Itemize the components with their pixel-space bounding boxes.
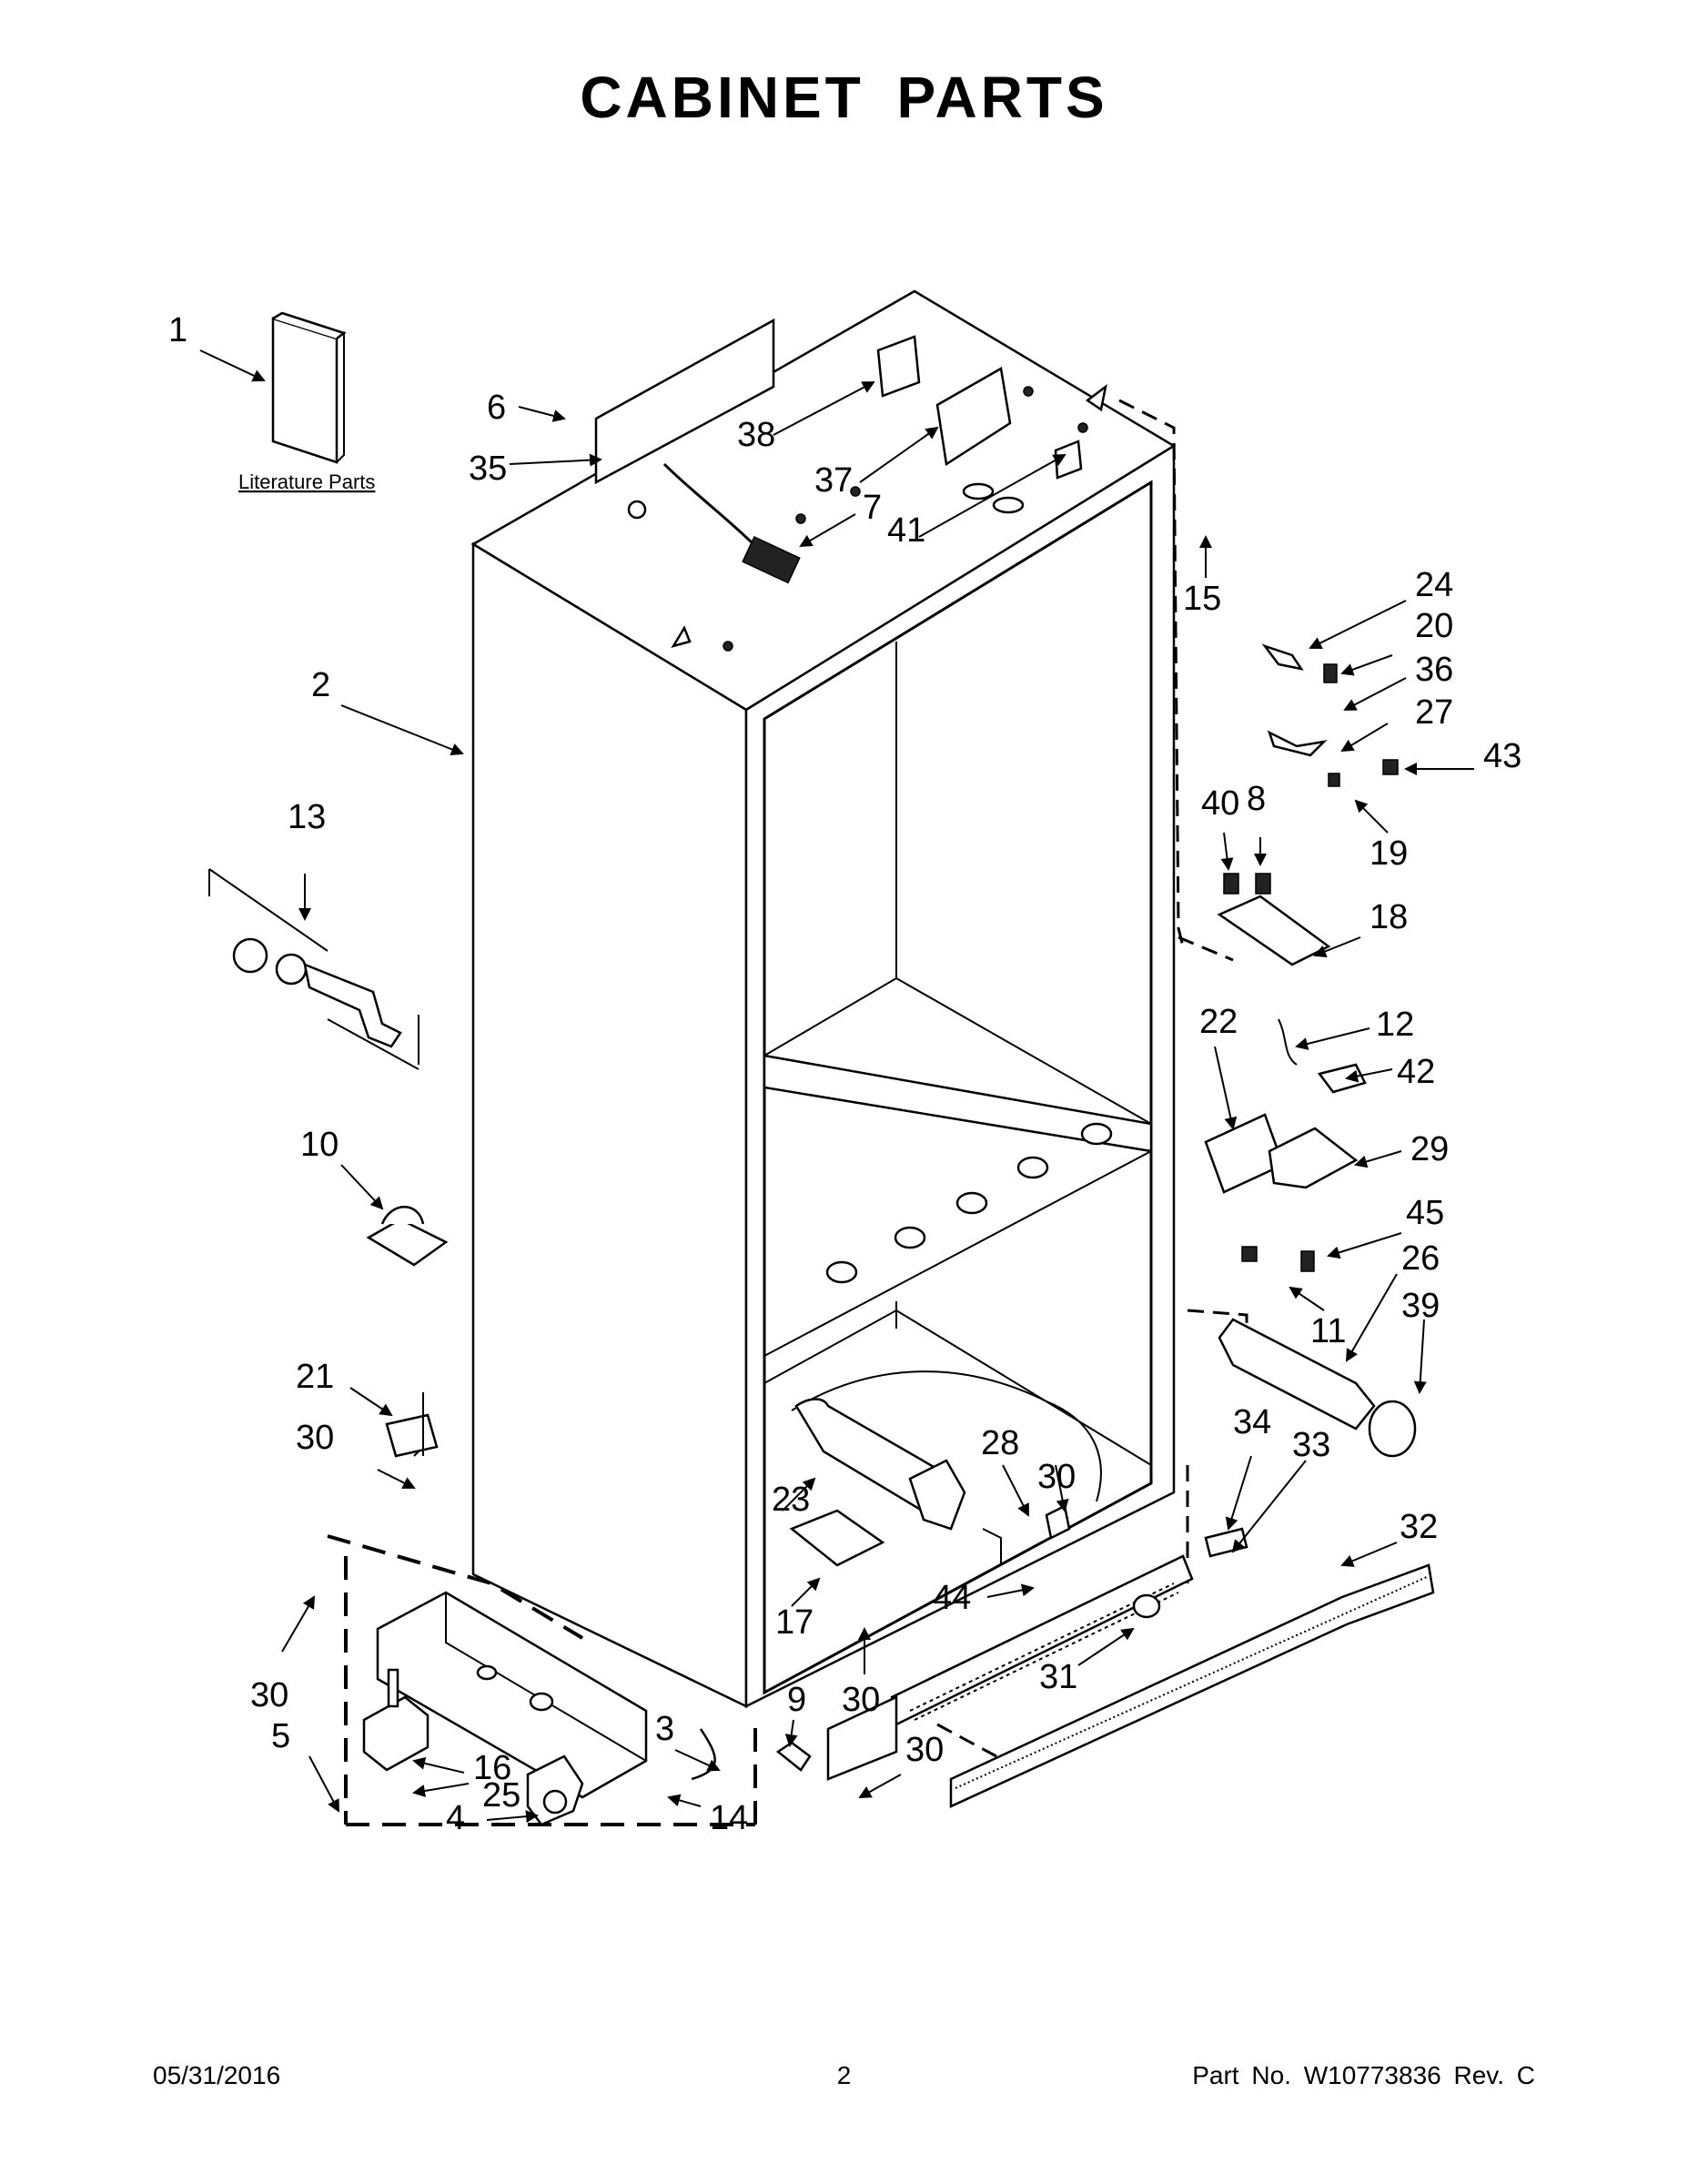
callout-7: 7 — [863, 489, 882, 527]
water-filter-housing — [1218, 1318, 1417, 1458]
callout-14: 14 — [710, 1799, 748, 1837]
callout-45: 45 — [1406, 1194, 1444, 1232]
callout-1: 1 — [168, 311, 187, 349]
callout-37: 37 — [814, 461, 853, 500]
base-rail-assembly — [327, 1534, 757, 1826]
callout-13: 13 — [288, 798, 326, 836]
page-title: CABINET PARTS — [580, 65, 1108, 130]
callout-21: 21 — [296, 1358, 334, 1396]
callout-30-left: 30 — [296, 1419, 334, 1457]
callout-4: 4 — [446, 1799, 465, 1837]
callout-24: 24 — [1415, 566, 1453, 604]
clip-part — [366, 1206, 449, 1267]
callout-30-right: 30 — [1037, 1458, 1076, 1496]
callout-28: 28 — [981, 1424, 1019, 1462]
callout-17: 17 — [775, 1603, 814, 1642]
callout-40: 40 — [1201, 784, 1239, 823]
callout-44: 44 — [933, 1579, 971, 1617]
callout-3: 3 — [655, 1710, 674, 1748]
callout-32: 32 — [1400, 1508, 1438, 1546]
cabinet-shell — [470, 289, 1248, 1709]
hinge-top-parts — [1217, 643, 1399, 966]
callout-18: 18 — [1370, 898, 1408, 936]
callout-35: 35 — [469, 450, 507, 488]
callout-29: 29 — [1410, 1130, 1449, 1168]
callout-19: 19 — [1370, 834, 1408, 873]
lower-front-parts — [775, 1398, 1435, 1808]
callout-23: 23 — [772, 1481, 810, 1519]
callout-30-center: 30 — [842, 1681, 880, 1719]
callout-2: 2 — [311, 666, 330, 704]
callout-20: 20 — [1415, 607, 1453, 645]
callout-10: 10 — [300, 1126, 339, 1164]
callout-36: 36 — [1415, 651, 1453, 689]
callout-31: 31 — [1039, 1658, 1077, 1696]
water-valve-assembly — [208, 868, 419, 1070]
callout-34: 34 — [1233, 1403, 1271, 1441]
callout-39: 39 — [1401, 1287, 1440, 1325]
literature-parts-label: Literature Parts — [238, 470, 375, 493]
callout-41: 41 — [887, 511, 925, 550]
callout-8: 8 — [1247, 780, 1266, 818]
footer-page-number: 2 — [836, 2061, 852, 2089]
literature-parts-booklet — [271, 311, 347, 464]
callout-27: 27 — [1415, 693, 1453, 732]
callout-12: 12 — [1376, 1006, 1414, 1044]
callout-30-bottom: 30 — [905, 1731, 944, 1769]
callout-30-bottom-left: 30 — [250, 1676, 288, 1714]
callout-16: 16 — [473, 1749, 511, 1787]
footer-date: 05/31/2016 — [153, 2061, 281, 2089]
callout-11: 11 — [1310, 1312, 1346, 1350]
callout-33: 33 — [1292, 1426, 1330, 1464]
callout-5: 5 — [271, 1717, 290, 1755]
callout-labels: 1 2 3 4 5 6 7 8 9 10 11 12 13 14 15 16 1… — [168, 311, 1521, 1837]
callout-25: 25 — [482, 1776, 521, 1815]
footer-part-number: Part No. W10773836 Rev. C — [1192, 2061, 1535, 2089]
callout-15: 15 — [1183, 580, 1221, 618]
callout-38: 38 — [737, 416, 775, 454]
callout-26: 26 — [1401, 1239, 1440, 1278]
callout-6: 6 — [487, 389, 506, 427]
bracket-part-21 — [385, 1392, 439, 1458]
callout-9: 9 — [787, 1681, 806, 1719]
hinge-middle-parts — [1204, 1018, 1367, 1272]
callout-22: 22 — [1199, 1003, 1238, 1041]
callout-leaders — [199, 349, 1474, 1824]
callout-42: 42 — [1397, 1053, 1435, 1091]
callout-43: 43 — [1483, 737, 1521, 775]
